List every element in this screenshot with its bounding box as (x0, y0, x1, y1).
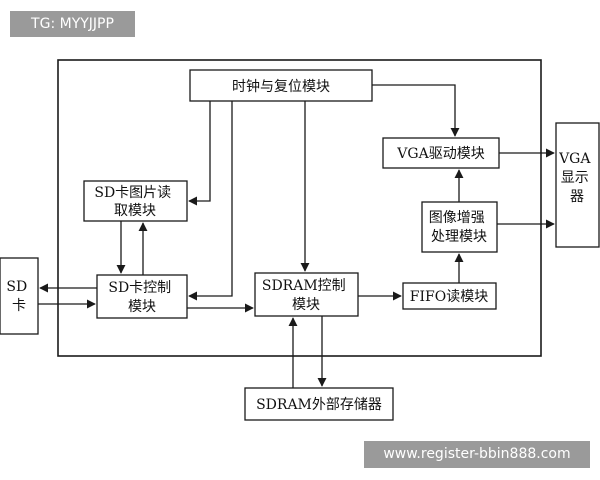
sd-controller-module: SD卡控制 模块 (96, 274, 188, 319)
vga-driver-module: VGA驱动模块 (382, 137, 500, 169)
vga-display: VGA 显示 器 (555, 122, 600, 248)
sd-card-label: SD 卡 (6, 279, 31, 314)
arrow-clock-to-sd-controller (188, 101, 233, 301)
sdram-controller-module-label: SDRAM控制 模块 (262, 278, 350, 313)
clock-reset-module-label: 时钟与复位模块 (232, 78, 330, 95)
vga-display-label: VGA 显示 器 (558, 151, 595, 205)
sdram-controller-module: SDRAM控制 模块 (254, 272, 359, 317)
sd-controller-module-label: SD卡控制 模块 (108, 280, 175, 315)
watermark-tg: TG: MYYJJPP (10, 11, 135, 37)
sd-image-read-module: SD卡图片读 取模块 (83, 180, 188, 222)
clock-reset-module: 时钟与复位模块 (189, 69, 373, 102)
sd-image-read-module-label: SD卡图片读 取模块 (94, 184, 175, 219)
image-enhance-module: 图像增强 处理模块 (421, 201, 498, 253)
arrow-clock-to-sd-image-read (188, 101, 211, 206)
arrow-clock-to-vga-driver (372, 84, 460, 137)
sdram-external-memory-label: SDRAM外部存储器 (256, 397, 382, 413)
watermark-url: www.register-bbin888.com (364, 441, 590, 468)
vga-driver-module-label: VGA驱动模块 (396, 146, 484, 162)
sd-card: SD 卡 (0, 257, 39, 335)
fifo-read-module: FIFO读模块 (402, 282, 497, 310)
fifo-read-module-label: FIFO读模块 (410, 288, 488, 305)
system-boundary (57, 59, 542, 357)
connections (38, 84, 555, 388)
sdram-external-memory: SDRAM外部存储器 (244, 387, 394, 421)
image-enhance-module-label: 图像增强 处理模块 (429, 210, 489, 245)
